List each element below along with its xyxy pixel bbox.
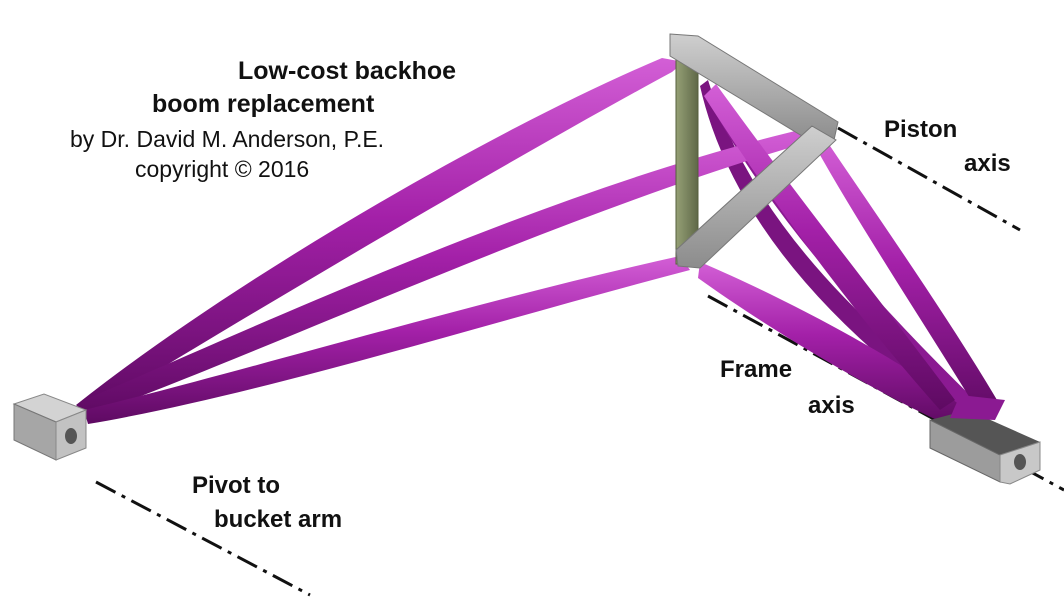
title-line-2: boom replacement xyxy=(152,90,375,118)
pivot-axis-line xyxy=(95,480,311,597)
pivot-hole xyxy=(65,428,77,444)
strut-right-steep xyxy=(816,140,1000,418)
pivot-label-1: Pivot to xyxy=(192,472,280,499)
frame-vertical-post xyxy=(675,51,699,265)
frame-axis-label-2: axis xyxy=(808,392,855,419)
author-credit: by Dr. David M. Anderson, P.E. xyxy=(70,126,385,152)
pivot-block xyxy=(12,393,88,461)
strut-bottom xyxy=(84,256,690,424)
strut-inner-diagonal xyxy=(704,84,955,410)
copyright-notice: copyright © 2016 xyxy=(135,156,310,182)
base-block xyxy=(929,395,1041,485)
title-line-1: Low-cost backhoe xyxy=(238,57,457,85)
strut-top xyxy=(76,58,684,414)
base-hole xyxy=(1014,454,1026,470)
triangle-frame xyxy=(669,33,839,269)
strut-lower-right xyxy=(698,262,960,425)
base-strut-end xyxy=(950,395,1005,420)
frame-diagonal-bar xyxy=(675,125,837,269)
pivot-label-2: bucket arm xyxy=(214,506,343,533)
piston-axis-label-2: axis xyxy=(964,150,1011,177)
struts-long xyxy=(76,58,1000,425)
piston-axis-line xyxy=(837,126,1021,232)
strut-middle xyxy=(80,128,816,416)
base-block-top xyxy=(930,410,1040,455)
piston-axis-label-1: Piston xyxy=(884,116,958,143)
frame-axis-label-1: Frame xyxy=(720,356,793,383)
